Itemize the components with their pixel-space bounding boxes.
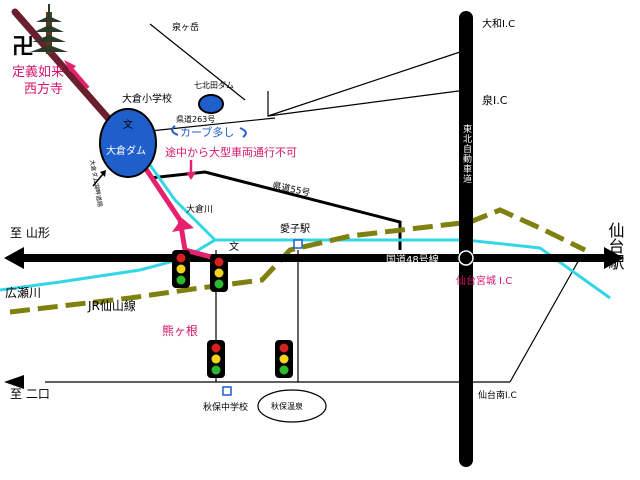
label-route48: 国道48号線 [386,253,439,266]
road-sendai-minami [509,257,581,383]
label-to-yamagata: 至 山形 [10,226,50,240]
road-to-izumigatake [149,23,246,101]
school-symbol: 文 [123,118,133,131]
label-okura-elementary: 大倉小学校 [122,92,172,105]
arrow-right-icon [604,247,624,269]
label-izumigatake: 泉ヶ岳 [172,21,199,33]
label-route55: 県道55号 [271,179,311,199]
label-sendai-minami-ic: 仙台南I.C [478,389,517,401]
temple-name-line2: 西方寺 [24,81,63,97]
arrow-left-icon [4,247,24,269]
label-akiu-onsen: 秋保温泉 [271,401,303,411]
label-kumagane: 熊ヶ根 [162,323,198,338]
curve-arrow-icon [171,125,179,136]
traffic-light-icon [210,254,228,292]
label-expressway: 東北自動車道 [461,123,472,184]
arrow-left-icon [4,375,24,389]
label-hirose-river: 広瀬川 [5,286,41,300]
school-icon [222,386,232,396]
okura-river-line [148,164,217,242]
arrow-down-icon [186,172,196,180]
temple-name-line1: 定義如来 [12,64,64,80]
akiu-onsen-marker [257,389,327,423]
label-no-large-vehicles: 途中から大型車両通行不可 [165,145,297,159]
arrow-up-icon [172,218,194,232]
temple-symbol: 卍 [12,35,34,60]
label-sendai-miyagi-ic: 仙台宮城 I.C [456,274,512,287]
map-labels: 卍 定義如来 西方寺 泉ヶ岳 大倉小学校 文 七北田ダム 大倉ダム 県道263号… [5,17,625,413]
rivers [0,164,611,300]
pagoda-icon [30,4,68,54]
label-route263: 県道263号 [176,114,215,124]
label-jr-senzan-line: JR仙山線 [87,298,136,313]
arrow-up-icon [64,60,76,72]
nanakitada-dam-shape [198,94,224,114]
label-ayashi-station: 愛子駅 [280,222,310,235]
label-nanakitada-dam: 七北田ダム [194,80,234,90]
arrow-up-icon [100,170,106,177]
label-taiwa-ic: 大和I.C [482,17,515,30]
label-many-curves: カーブ多し [180,125,234,139]
station-icon [293,239,303,249]
road-route263 [149,117,276,132]
school-symbol: 文 [229,240,239,253]
label-izumi-ic: 泉I.C [482,93,508,107]
label-okura-dam: 大倉ダム [106,144,146,157]
label-to-futakuchi: 至 二口 [10,387,50,401]
lakeside-arrow-line [92,173,104,187]
label-akiu-junior-high: 秋保中学校 [203,401,248,413]
route48-road [4,247,624,269]
road-izumi-upper [267,49,467,117]
access-route [137,158,216,261]
label-okura-river: 大倉川 [186,203,213,215]
curve-arrow-icon [239,127,247,138]
minor-roads [45,23,581,383]
label-sendai-station: 仙台駅 [606,222,625,270]
route55-road [149,170,402,250]
traffic-light-icon [275,340,293,378]
traffic-light-icon [207,340,225,378]
label-lakeside-road: 大倉ダム湖畔道路 [88,159,104,208]
okura-dam-shape [99,108,157,178]
ic-junction-marker [458,250,474,266]
road-izumi-lower [267,89,467,117]
traffic-light-icon [172,250,190,288]
route-to-temple [11,8,112,122]
jr-senzan-rail [9,207,587,315]
